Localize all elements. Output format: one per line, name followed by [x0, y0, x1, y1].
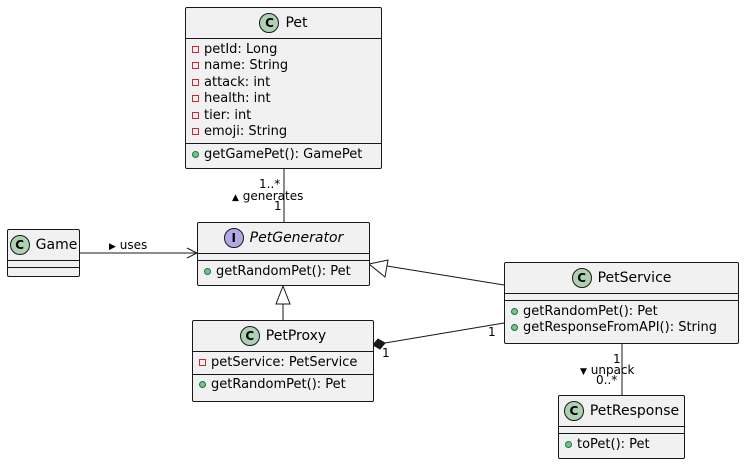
game-methods — [8, 267, 79, 274]
method-item: getResponseFromAPI(): String — [511, 320, 732, 337]
unpack-mult-service: 1 — [613, 352, 621, 366]
method-item: getRandomPet(): Pet — [199, 377, 367, 394]
public-icon — [199, 381, 206, 389]
public-icon — [192, 150, 199, 158]
field-item: petService: PetService — [199, 354, 367, 371]
field-item: emoji: String — [192, 124, 375, 141]
method-item: getRandomPet(): Pet — [511, 303, 732, 320]
class-stereotype-icon: C — [239, 326, 260, 346]
private-icon — [192, 78, 199, 86]
pet-service-class: C PetService getRandomPet(): Pet getResp… — [504, 262, 739, 344]
class-stereotype-icon: C — [571, 268, 592, 288]
composition-mult-service: 1 — [488, 325, 496, 339]
uses-direction-icon: ▶ — [109, 242, 116, 252]
game-class-header: C Game — [8, 230, 79, 260]
public-icon — [204, 267, 211, 275]
public-icon — [511, 307, 518, 315]
pet-generator-methods: getRandomPet(): Pet — [198, 260, 369, 283]
game-fields — [8, 260, 79, 267]
class-stereotype-icon: C — [563, 401, 584, 421]
field-item: tier: int — [192, 107, 375, 124]
pet-response-fields — [559, 426, 684, 433]
composition-diamond — [372, 338, 386, 350]
generates-label: ▲ generates — [232, 189, 304, 203]
class-stereotype-icon: C — [259, 13, 280, 33]
composition-line — [384, 322, 505, 344]
service-realization-line — [386, 265, 505, 286]
pet-proxy-name: PetProxy — [265, 328, 327, 344]
pet-response-methods: toPet(): Pet — [559, 433, 684, 456]
pet-service-fields — [505, 293, 738, 300]
field-item: health: int — [192, 91, 375, 108]
method-item: getRandomPet(): Pet — [204, 263, 363, 280]
service-realization-triangle — [367, 259, 389, 278]
public-icon — [565, 440, 572, 448]
pet-class-header: C Pet — [186, 8, 381, 38]
pet-response-name: PetResponse — [589, 403, 680, 419]
pet-proxy-class: C PetProxy petService: PetService getRan… — [192, 320, 374, 402]
private-icon — [192, 128, 199, 136]
pet-response-class: C PetResponse toPet(): Pet — [558, 395, 685, 459]
pet-proxy-methods: getRandomPet(): Pet — [193, 373, 373, 397]
pet-service-name: PetService — [597, 270, 672, 286]
field-item: attack: int — [192, 74, 375, 91]
pet-service-header: C PetService — [505, 263, 738, 293]
pet-generator-name: PetGenerator — [249, 230, 344, 246]
method-item: getGamePet(): GamePet — [192, 146, 375, 163]
generates-mult-generator: 1 — [274, 199, 282, 213]
interface-stereotype-icon: I — [223, 228, 244, 248]
private-icon — [192, 62, 199, 70]
pet-service-methods: getRandomPet(): Pet getResponseFromAPI()… — [505, 300, 738, 339]
class-stereotype-icon: C — [9, 235, 30, 255]
method-item: toPet(): Pet — [565, 436, 678, 453]
proxy-realization-triangle — [275, 284, 291, 305]
field-item: petId: Long — [192, 41, 375, 58]
pet-class: C Pet petId: Long name: String attack: i… — [185, 7, 382, 169]
pet-response-header: C PetResponse — [559, 396, 684, 426]
composition-mult-proxy: 1 — [382, 346, 390, 360]
pet-generator-header: I PetGenerator — [198, 223, 369, 253]
pet-proxy-fields: petService: PetService — [193, 351, 373, 374]
generates-direction-icon: ▲ — [232, 193, 239, 203]
pet-class-name: Pet — [285, 15, 308, 31]
pet-generator-fields — [198, 253, 369, 260]
unpack-direction-icon: ▼ — [580, 367, 587, 377]
uses-label: ▶ uses — [109, 238, 148, 252]
pet-methods: getGamePet(): GamePet — [186, 143, 381, 166]
generates-mult-pet: 1..* — [259, 177, 281, 191]
unpack-mult-response: 0..* — [596, 373, 618, 387]
unpack-label: ▼ unpack — [580, 363, 635, 377]
game-class-name: Game — [35, 237, 78, 253]
pet-fields: petId: Long name: String attack: int hea… — [186, 38, 381, 143]
game-class: C Game — [7, 229, 80, 277]
private-icon — [192, 111, 199, 119]
private-icon — [192, 45, 199, 53]
field-item: name: String — [192, 58, 375, 75]
pet-generator-interface: I PetGenerator getRandomPet(): Pet — [197, 222, 370, 286]
private-icon — [199, 358, 206, 366]
public-icon — [511, 324, 518, 332]
pet-proxy-header: C PetProxy — [193, 321, 373, 351]
private-icon — [192, 95, 199, 103]
